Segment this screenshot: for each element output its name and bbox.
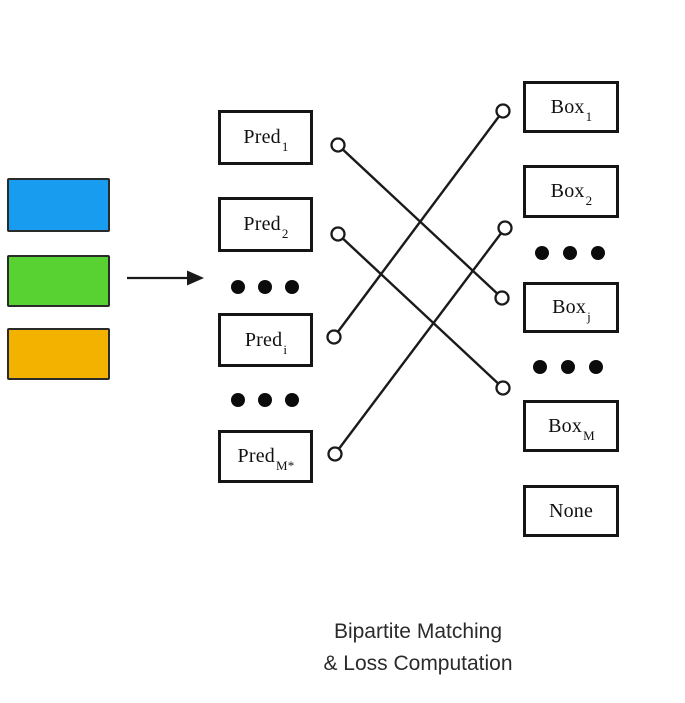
connector-pred1: [330, 137, 346, 153]
gt-box-m: BoxM: [523, 400, 619, 452]
ellipsis-dots-pred-upper: [231, 280, 299, 294]
connector-predm: [327, 446, 343, 462]
edge-predm-box2: [334, 227, 506, 455]
connector-box1: [495, 103, 511, 119]
pred-box-2-label: Pred2: [243, 213, 289, 241]
gt-box-j: Boxj: [523, 282, 619, 333]
gt-box-2-label: Box2: [550, 180, 593, 208]
pred-box-m-label: PredM*: [237, 445, 295, 473]
pred-box-m: PredM*: [218, 430, 313, 483]
gt-box-none-label: None: [548, 499, 594, 522]
input-patch-green: [7, 255, 110, 307]
pred-box-i-label: Predi: [244, 328, 288, 357]
connector-boxj: [494, 290, 510, 306]
gt-box-none: None: [523, 485, 619, 537]
ellipsis-dots-pred-lower: [231, 393, 299, 407]
ellipsis-dots-box-lower: [533, 360, 603, 374]
gt-box-1-label: Box1: [550, 95, 593, 124]
gt-box-2: Box2: [523, 165, 619, 218]
input-patch-orange: [7, 328, 110, 380]
ellipsis-dots-box-upper: [535, 246, 605, 260]
pred-box-1-label: Pred1: [243, 126, 289, 154]
edge-pred2-boxm: [337, 233, 504, 389]
gt-box-m-label: BoxM: [548, 414, 595, 443]
pred-box-1: Pred1: [218, 110, 313, 165]
pred-box-2: Pred2: [218, 197, 313, 252]
caption-line-1: Bipartite Matching: [333, 620, 503, 643]
connector-predi: [326, 329, 342, 345]
gt-box-1: Box1: [523, 81, 619, 133]
connector-pred2: [330, 226, 346, 242]
connector-boxm: [495, 380, 511, 396]
connector-box2: [497, 220, 513, 236]
pred-box-i: Predi: [218, 313, 313, 367]
figure-caption: Bipartite Matching & Loss Computation: [238, 616, 598, 680]
input-patch-blue: [7, 178, 110, 232]
edge-predi-box1: [333, 110, 504, 338]
caption-line-2: & Loss Computation: [323, 652, 513, 675]
right-arrow-icon: [127, 270, 204, 286]
gt-box-j-label: Boxj: [552, 296, 591, 324]
